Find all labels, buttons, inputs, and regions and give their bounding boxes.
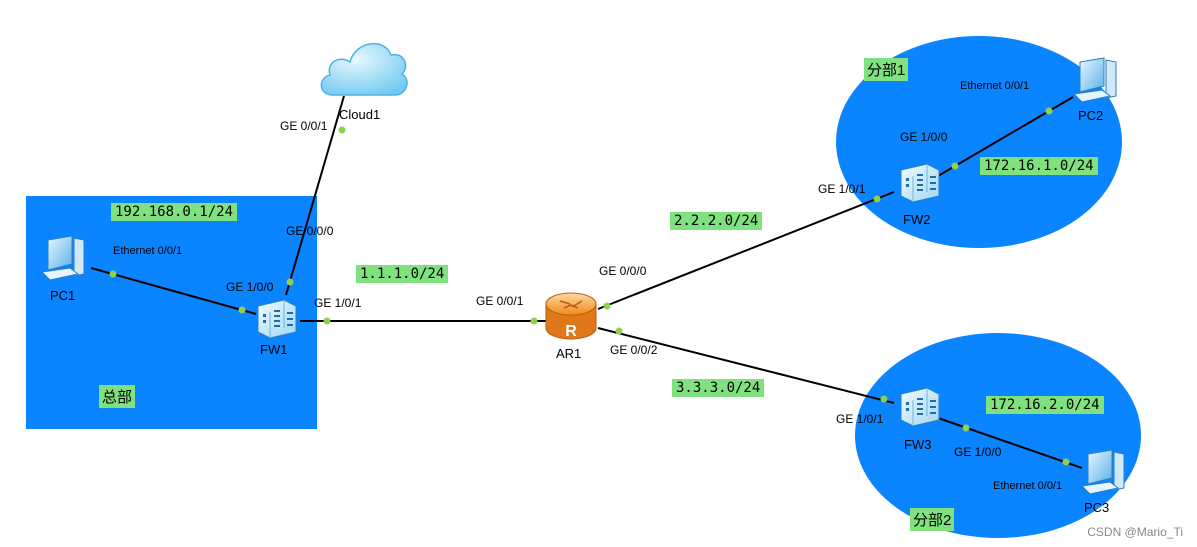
port-dot (286, 278, 294, 286)
firewall-fw3-icon[interactable] (900, 387, 940, 427)
port-dot (1045, 107, 1053, 115)
port-dot (338, 126, 346, 134)
branch1-subnet-label: 172.16.1.0/24 (980, 157, 1098, 175)
ar1-name: AR1 (556, 346, 582, 361)
firewall-fw1-icon[interactable] (257, 299, 297, 339)
firewall-fw2-icon[interactable] (900, 163, 940, 203)
pc1-interface-label: Ethernet 0/0/1 (113, 245, 183, 257)
fw3-ge100-label: GE 1/0/0 (954, 445, 1002, 459)
link-ar1-fw3 (597, 327, 895, 404)
fw2-name: FW2 (903, 212, 931, 227)
ar1-fw3-subnet-label: 3.3.3.0/24 (672, 379, 765, 397)
port-dot (615, 327, 623, 335)
branch2-zone (855, 333, 1141, 538)
pc2-interface-label: Ethernet 0/0/1 (960, 80, 1030, 92)
pc3-name: PC3 (1084, 500, 1110, 515)
port-dot (603, 302, 611, 310)
port-dot (951, 162, 959, 170)
port-dot (880, 395, 888, 403)
ar1-ge002-label: GE 0/0/2 (610, 343, 658, 357)
ar1-fw2-subnet-label: 2.2.2.0/24 (670, 212, 763, 230)
watermark: CSDN @Mario_Ti (1087, 525, 1183, 539)
fw1-name: FW1 (260, 342, 288, 357)
link-ar1-fw2 (597, 191, 895, 310)
fw1-ge000-label: GE 0/0/0 (286, 224, 334, 238)
pc1-icon[interactable] (40, 235, 85, 281)
port-dot (873, 195, 881, 203)
branch1-zone-label: 分部1 (864, 58, 909, 81)
hq-subnet-label: 192.168.0.1/24 (111, 203, 238, 221)
link-pc1-fw1 (90, 267, 257, 315)
port-dots (109, 107, 1070, 466)
pc2-name: PC2 (1078, 108, 1104, 123)
port-dot (962, 424, 970, 432)
port-dot (1062, 458, 1070, 466)
pc3-icon[interactable] (1080, 449, 1125, 495)
fw1-ge101-label: GE 1/0/1 (314, 296, 362, 310)
branch2-subnet-label: 172.16.2.0/24 (986, 396, 1104, 414)
port-dot (530, 317, 538, 325)
fw2-ge101-label: GE 1/0/1 (818, 182, 866, 196)
port-dot (323, 317, 331, 325)
hq-zone-label: 总部 (99, 385, 136, 408)
pc1-name: PC1 (50, 288, 76, 303)
fw3-ge101-label: GE 1/0/1 (836, 412, 884, 426)
pc3-interface-label: Ethernet 0/0/1 (993, 480, 1063, 492)
pc2-icon[interactable] (1072, 57, 1117, 103)
cloud1-interface-label: GE 0/0/1 (280, 119, 328, 133)
ar1-ge001-label: GE 0/0/1 (476, 294, 524, 308)
fw3-name: FW3 (904, 437, 932, 452)
fw2-ge100-label: GE 1/0/0 (900, 130, 948, 144)
link-fw1-cloud (285, 95, 345, 296)
branch2-zone-label: 分部2 (910, 508, 955, 531)
link-fw3-pc3 (937, 417, 1083, 469)
fw1-ar1-subnet-label: 1.1.1.0/24 (356, 265, 449, 283)
port-dot (238, 306, 246, 314)
cloud-icon[interactable] (320, 42, 408, 96)
fw1-ge100-label: GE 1/0/0 (226, 280, 274, 294)
router-ar1-icon[interactable]: R (545, 292, 597, 340)
ar1-ge000-label: GE 0/0/0 (599, 264, 647, 278)
svg-text:R: R (565, 323, 577, 340)
cloud1-name: Cloud1 (339, 107, 381, 122)
port-dot (109, 270, 117, 278)
